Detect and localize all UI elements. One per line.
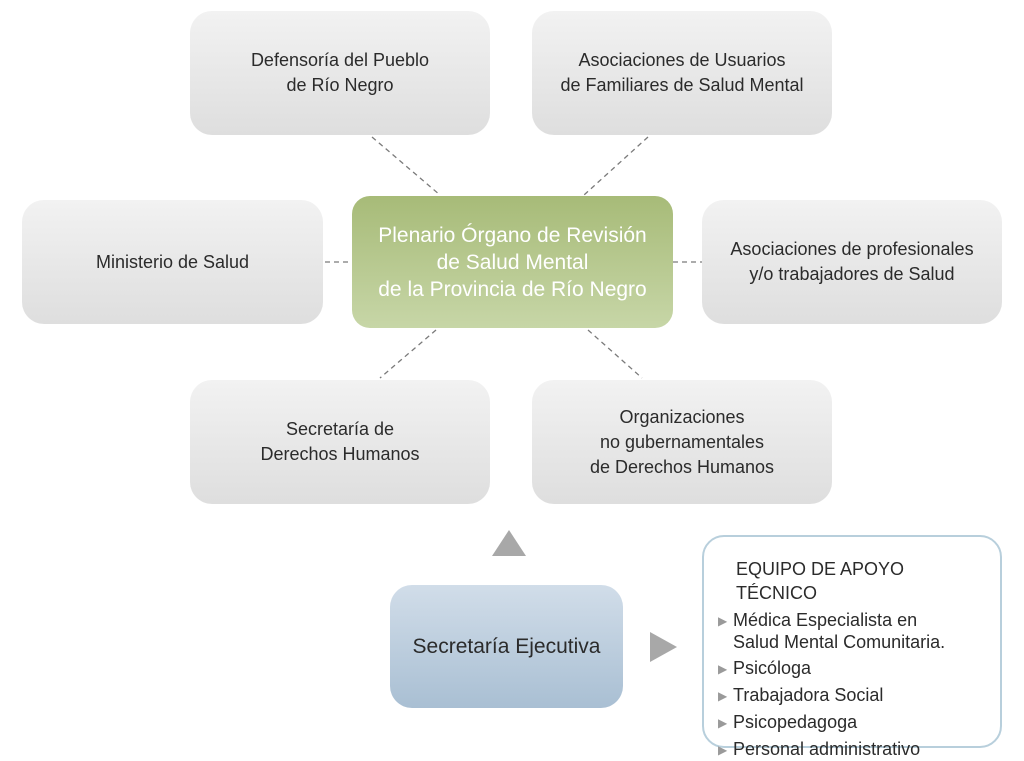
list-item: ▶ Trabajadora Social bbox=[718, 684, 984, 707]
list-item: ▶ Médica Especialista en Salud Mental Co… bbox=[718, 609, 984, 653]
node-defensoria: Defensoría del Pueblo de Río Negro bbox=[190, 11, 490, 135]
list-item-line: Psicopedagoga bbox=[733, 712, 858, 732]
executive-label: Secretaría Ejecutiva bbox=[412, 635, 601, 658]
node-line: Defensoría del Pueblo bbox=[250, 50, 430, 70]
triangle-right-icon bbox=[650, 632, 677, 662]
node-line: de Río Negro bbox=[286, 75, 394, 95]
center-line: Plenario Órgano de Revisión bbox=[378, 223, 647, 247]
list-item-line: Trabajadora Social bbox=[733, 685, 884, 705]
center-line: de Salud Mental bbox=[436, 250, 589, 274]
connector-defensoria bbox=[371, 136, 441, 196]
triangle-right-icon: ▶ bbox=[718, 614, 728, 628]
node-line: no gubernamentales bbox=[599, 431, 765, 452]
connector-asoc-usuarios bbox=[583, 136, 649, 196]
support-team-list: ▶ Médica Especialista en Salud Mental Co… bbox=[718, 609, 984, 761]
list-item: ▶ Psicóloga bbox=[718, 657, 984, 680]
node-ong: Organizaciones no gubernamentales de Der… bbox=[532, 380, 832, 504]
list-item-line: Salud Mental Comunitaria. bbox=[733, 632, 946, 652]
node-line: Derechos Humanos bbox=[260, 444, 420, 464]
node-asoc-profesionales: Asociaciones de profesionales y/o trabaj… bbox=[702, 200, 1002, 324]
node-line: de Derechos Humanos bbox=[589, 456, 775, 477]
connector-secretaria-ddhh bbox=[379, 329, 437, 379]
list-item: ▶ Psicopedagoga bbox=[718, 711, 984, 734]
triangle-right-icon: ▶ bbox=[718, 716, 728, 730]
node-secretaria-ejecutiva: Secretaría Ejecutiva bbox=[390, 585, 623, 708]
node-ministerio: Ministerio de Salud bbox=[22, 200, 323, 324]
node-line: Secretaría de bbox=[285, 419, 395, 439]
node-line: y/o trabajadores de Salud bbox=[749, 264, 955, 284]
center-plenario: Plenario Órgano de Revisión de Salud Men… bbox=[352, 196, 673, 328]
node-asoc-usuarios: Asociaciones de Usuarios de Familiares d… bbox=[532, 11, 832, 135]
triangle-right-icon: ▶ bbox=[718, 662, 728, 676]
node-line: Asociaciones de profesionales bbox=[730, 239, 974, 259]
list-item-text: Médica Especialista en Salud Mental Comu… bbox=[733, 609, 945, 653]
support-team-box: EQUIPO DE APOYO TÉCNICO ▶ Médica Especia… bbox=[702, 535, 1002, 759]
list-item-line: Médica Especialista en bbox=[733, 610, 918, 630]
connector-ong bbox=[587, 329, 643, 379]
node-line: de Familiares de Salud Mental bbox=[560, 75, 804, 95]
support-team-title: EQUIPO DE APOYO TÉCNICO bbox=[736, 559, 905, 603]
triangle-right-icon: ▶ bbox=[718, 689, 728, 703]
node-line: Ministerio de Salud bbox=[95, 251, 250, 272]
node-line: Organizaciones bbox=[619, 406, 745, 427]
node-line: Asociaciones de Usuarios bbox=[578, 50, 786, 70]
node-secretaria-ddhh: Secretaría de Derechos Humanos bbox=[190, 380, 490, 504]
triangle-up-icon bbox=[492, 530, 526, 556]
list-item-line: Psicóloga bbox=[733, 658, 812, 678]
center-line: de la Provincia de Río Negro bbox=[378, 277, 647, 301]
